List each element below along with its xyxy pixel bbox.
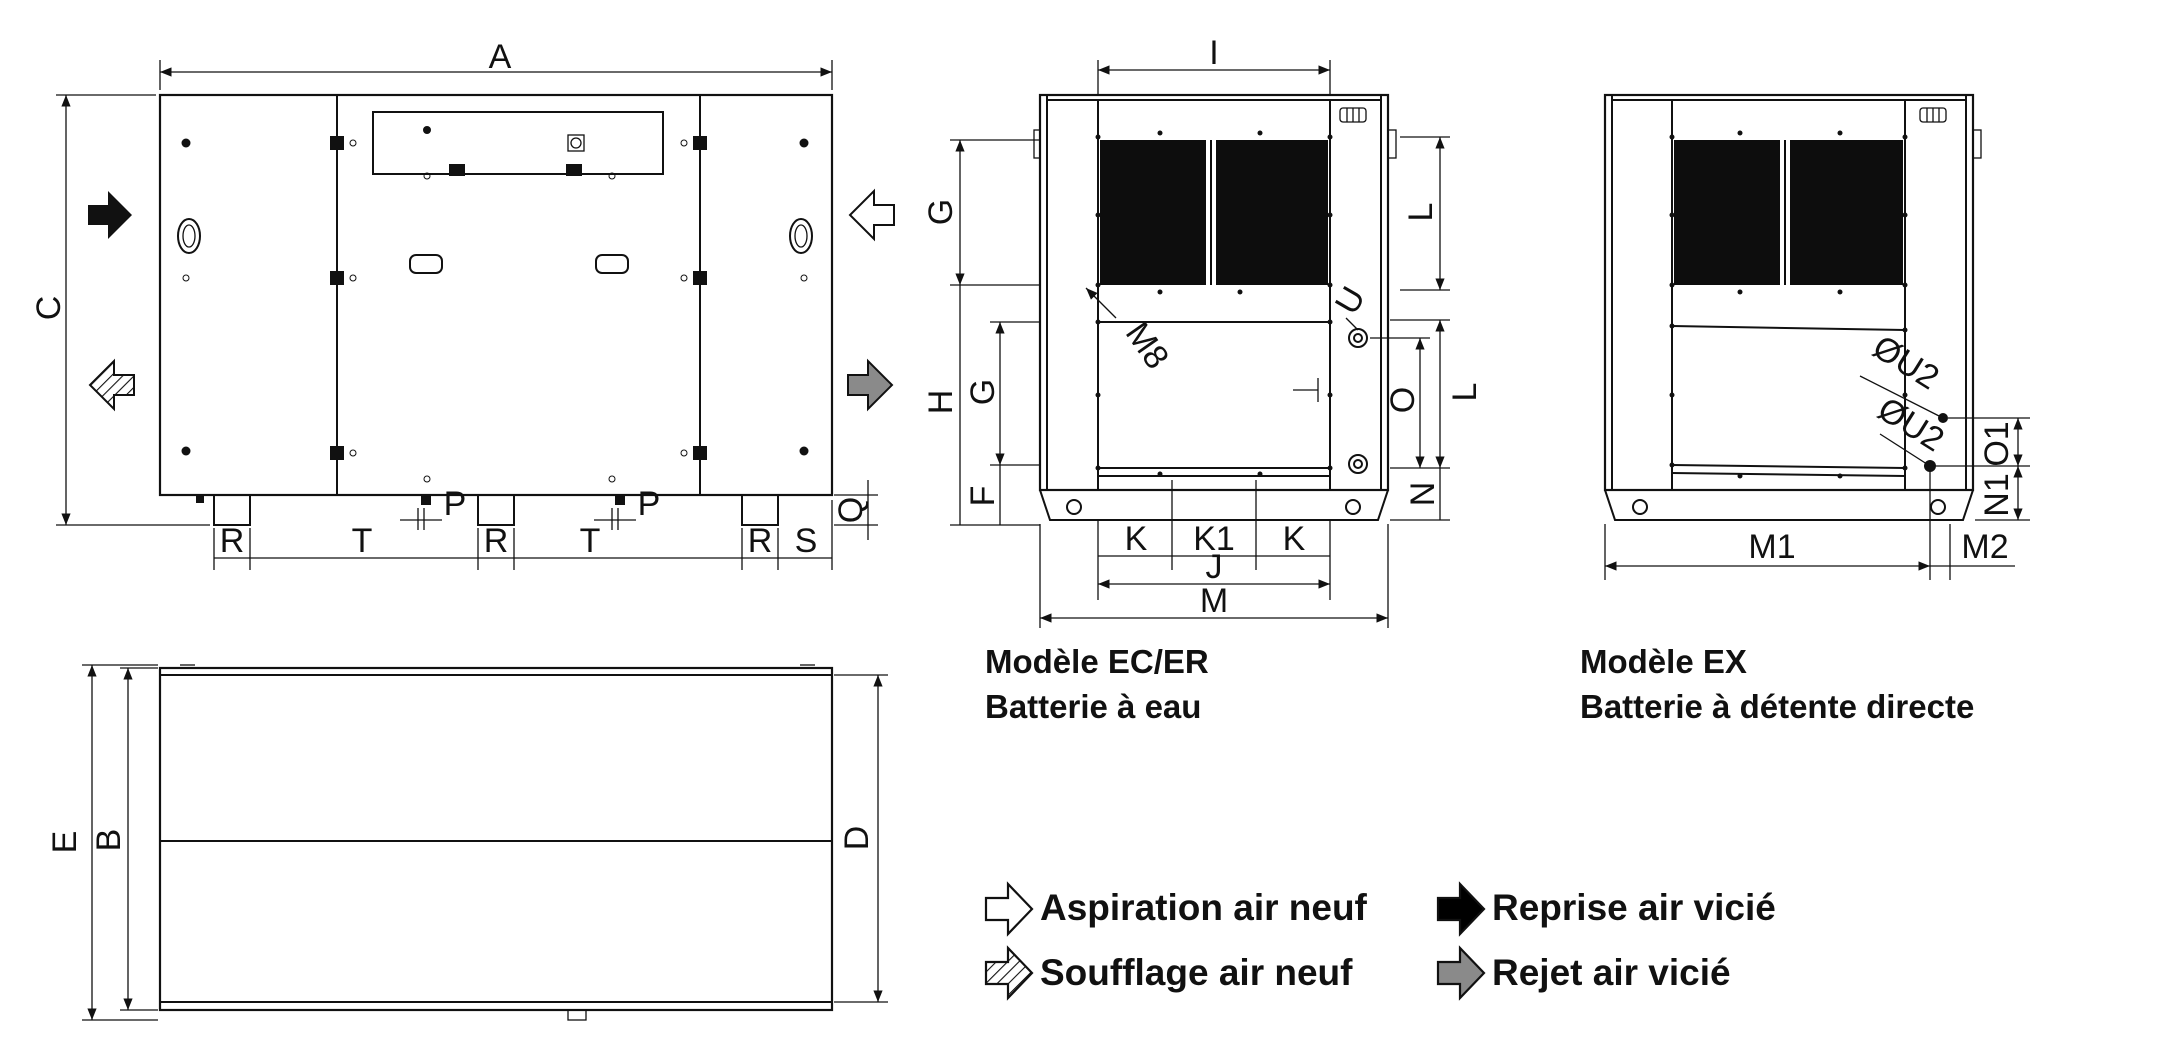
top-view-dimensions: E B D <box>46 664 888 1021</box>
dim-L-1: L <box>1402 203 1440 222</box>
dim-N: N <box>1404 482 1442 507</box>
dim-E: E <box>46 831 84 854</box>
dim-T-2: T <box>580 522 601 560</box>
dim-K-2: K <box>1283 520 1306 558</box>
legend-reprise-label: Reprise air vicié <box>1492 887 1776 928</box>
caption-ec-model: Modèle EC/ER <box>985 643 1209 680</box>
dim-C: C <box>30 296 68 321</box>
dim-M1: M1 <box>1748 528 1795 566</box>
side-view-ex-dimensions: ØU2 ØU2 O1 N1 M1 M2 <box>1604 328 2030 580</box>
soufflage-arrow-front-icon <box>88 358 135 412</box>
aspiration-arrow-front-icon <box>848 188 895 242</box>
reprise-arrow-front-icon <box>88 191 132 239</box>
dim-O: O <box>1384 387 1422 413</box>
dim-A: A <box>489 38 512 76</box>
dim-F: F <box>964 486 1002 507</box>
legend-soufflage-label: Soufflage air neuf <box>1040 952 1353 993</box>
front-view <box>88 93 895 526</box>
dim-N1: N1 <box>1978 473 2016 516</box>
rejet-arrow-front-icon <box>847 358 894 412</box>
front-view-dimensions: A C R T R T R S P P Q <box>30 38 878 570</box>
dim-J: J <box>1206 548 1223 586</box>
dim-G-2: G <box>964 379 1002 405</box>
dim-R-3: R <box>748 522 773 560</box>
dim-L-2: L <box>1446 383 1484 402</box>
legend-aspiration-label: Aspiration air neuf <box>1040 887 1368 928</box>
dim-I: I <box>1209 34 1218 72</box>
dim-M2: M2 <box>1961 528 2008 566</box>
caption-ex-type: Batterie à détente directe <box>1580 688 1974 725</box>
dim-S: S <box>795 522 818 560</box>
dim-M: M <box>1200 582 1228 620</box>
legend-rejet-label: Rejet air vicié <box>1492 952 1731 993</box>
dim-B: B <box>90 829 128 852</box>
dim-Q: Q <box>832 497 870 523</box>
side-view-ec <box>1033 93 1397 521</box>
dim-R-2: R <box>484 522 509 560</box>
caption-ec-type: Batterie à eau <box>985 688 1201 725</box>
grey-arrow-icon <box>1436 945 1486 1001</box>
legend: Aspiration air neuf Soufflage air neuf R… <box>984 881 1776 1001</box>
top-view <box>158 664 834 1021</box>
dim-O1: O1 <box>1978 421 2016 466</box>
white-arrow-icon <box>984 881 1034 937</box>
dim-D: D <box>838 826 876 851</box>
dim-P-1: P <box>444 485 467 523</box>
dim-K1: K1 <box>1193 520 1235 558</box>
side-view-ex <box>1603 93 1982 521</box>
caption-ex-model: Modèle EX <box>1580 643 1747 680</box>
dim-P-2: P <box>638 485 661 523</box>
dim-H: H <box>922 390 960 415</box>
black-arrow-icon <box>1436 881 1486 937</box>
dim-G-1: G <box>922 199 960 225</box>
dim-R-1: R <box>220 522 245 560</box>
dim-K-1: K <box>1125 520 1148 558</box>
hatched-arrow-icon <box>984 945 1034 1001</box>
dim-T-1: T <box>352 522 373 560</box>
